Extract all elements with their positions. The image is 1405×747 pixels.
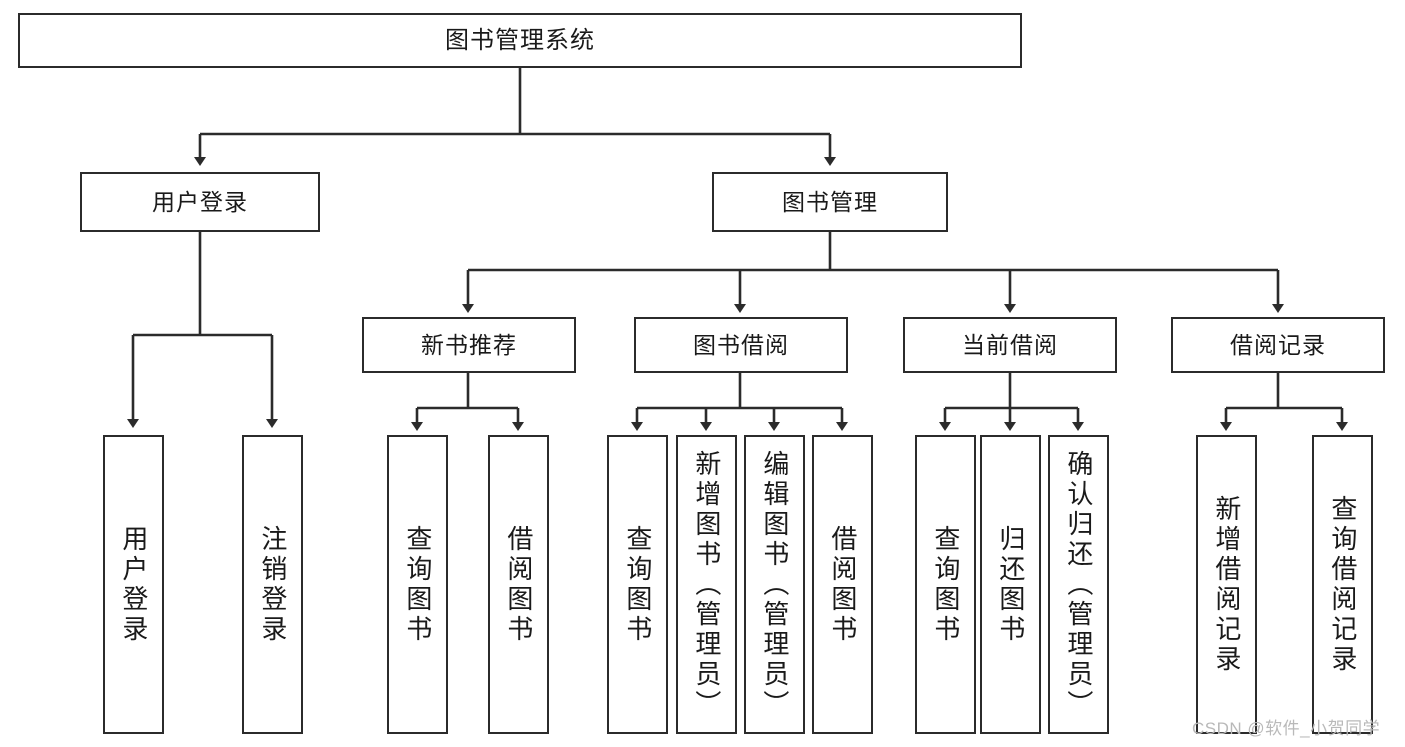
node-leaf-return-book-label: 归还图书 (995, 524, 1026, 645)
node-book-borrow[interactable]: 图书借阅 (634, 317, 848, 373)
node-leaf-query-record-label: 查询借阅记录 (1327, 494, 1358, 675)
node-book-manage-label: 图书管理 (782, 188, 878, 215)
node-new-book-rec[interactable]: 新书推荐 (362, 317, 576, 373)
node-borrow-record-label: 借阅记录 (1230, 331, 1326, 358)
node-root[interactable]: 图书管理系统 (18, 13, 1022, 68)
node-leaf-logout-login-label: 注销登录 (257, 524, 288, 645)
watermark-text: CSDN @软件_小贺同学 (1192, 719, 1381, 738)
node-leaf-return-book[interactable]: 归还图书 (980, 435, 1041, 734)
node-leaf-confirm-return-label: 确认归还（管理员） (1063, 449, 1094, 720)
node-leaf-borrow-book-2[interactable]: 借阅图书 (812, 435, 873, 734)
node-leaf-logout-login[interactable]: 注销登录 (242, 435, 303, 734)
node-leaf-borrow-book-1[interactable]: 借阅图书 (488, 435, 549, 734)
node-leaf-add-book[interactable]: 新增图书（管理员） (676, 435, 737, 734)
node-leaf-user-login[interactable]: 用户登录 (103, 435, 164, 734)
node-leaf-edit-book[interactable]: 编辑图书（管理员） (744, 435, 805, 734)
node-borrow-record[interactable]: 借阅记录 (1171, 317, 1385, 373)
node-user-login-label: 用户登录 (152, 188, 248, 215)
node-leaf-edit-book-label: 编辑图书（管理员） (759, 449, 790, 720)
node-leaf-add-record[interactable]: 新增借阅记录 (1196, 435, 1257, 734)
node-leaf-borrow-book-2-label: 借阅图书 (827, 524, 858, 645)
node-leaf-query-book-3-label: 查询图书 (930, 524, 961, 645)
node-leaf-query-book-2[interactable]: 查询图书 (607, 435, 668, 734)
node-book-borrow-label: 图书借阅 (693, 331, 789, 358)
node-root-label: 图书管理系统 (445, 26, 595, 54)
node-leaf-user-login-label: 用户登录 (118, 524, 149, 645)
node-leaf-borrow-book-1-label: 借阅图书 (503, 524, 534, 645)
node-book-manage[interactable]: 图书管理 (712, 172, 948, 232)
node-leaf-query-book-3[interactable]: 查询图书 (915, 435, 976, 734)
node-new-book-rec-label: 新书推荐 (421, 331, 517, 358)
node-current-borrow[interactable]: 当前借阅 (903, 317, 1117, 373)
node-leaf-query-book-1[interactable]: 查询图书 (387, 435, 448, 734)
node-leaf-query-book-2-label: 查询图书 (622, 524, 653, 645)
node-leaf-confirm-return[interactable]: 确认归还（管理员） (1048, 435, 1109, 734)
node-leaf-add-record-label: 新增借阅记录 (1211, 494, 1242, 675)
node-user-login[interactable]: 用户登录 (80, 172, 320, 232)
node-leaf-query-book-1-label: 查询图书 (402, 524, 433, 645)
node-leaf-add-book-label: 新增图书（管理员） (691, 449, 722, 720)
node-current-borrow-label: 当前借阅 (962, 331, 1058, 358)
node-leaf-query-record[interactable]: 查询借阅记录 (1312, 435, 1373, 734)
